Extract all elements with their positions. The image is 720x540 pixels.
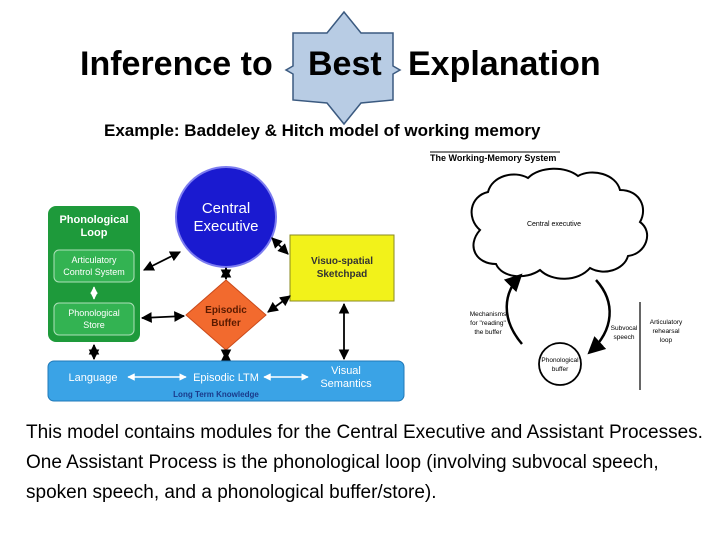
sketchpad-box: Visuo-spatial Sketchpad [289,234,395,302]
arrow-executive-sketchpad [271,237,289,255]
central-executive-line-2: Executive [193,218,258,235]
sketchpad-line-2: Sketchpad [317,269,368,280]
ltm-visual-line-1: Visual [331,365,361,377]
ltm-visual-line-2: Semantics [320,378,372,390]
subvocal-line-1: Subvocal [611,325,638,332]
ltm-language: Language [69,372,118,384]
sketchpad-line-1: Visuo-spatial [311,256,373,267]
subtitle: Example: Baddeley & Hitch model of worki… [104,121,541,140]
rehearsal-line-1: Articulatory [650,319,683,326]
mechanisms-line-1: Mechanisms [470,311,507,318]
ltm-episodic: Episodic LTM [193,372,259,384]
arrow-loop-buffer [140,311,186,323]
rehearsal-line-3: loop [660,337,673,344]
title-star-word: Best [308,45,382,83]
central-executive-line-1: Central [202,200,250,217]
phonological-buffer-circle [538,342,582,386]
rehearsal-line-2: rehearsal [652,328,680,335]
read-arrow [503,273,523,345]
buffer-line-2: buffer [552,366,569,373]
title-part-1: Inference to [80,45,273,83]
ltm-bar: Language Episodic LTM Visual Semantics L… [47,360,405,402]
subvocal-line-2: speech [614,334,635,341]
subvocal-arrow [587,279,611,355]
mechanisms-line-3: the buffer [474,329,502,336]
phonological-store-line-1: Phonological [68,308,120,318]
articulatory-system-line-1: Articulatory [71,255,117,265]
caption: This model contains modules for the Cent… [26,422,703,503]
right-diagram-title: The Working-Memory System [430,153,556,163]
episodic-buffer-diamond: Episodic Buffer [185,279,267,351]
ltm-footer: Long Term Knowledge [173,390,259,399]
phonological-loop-title-2: Loop [81,227,108,239]
arrow-loop-executive [143,251,181,271]
mechanisms-line-2: for "reading" [470,320,506,327]
central-executive-circle: Central Executive [175,166,277,268]
buffer-line-1: Phonological [541,357,579,364]
phonological-loop-box: Phonological Loop Articulatory Control S… [48,206,140,342]
articulatory-system-line-2: Control System [63,267,125,277]
phonological-store-line-2: Store [83,320,105,330]
cloud-label: Central executive [527,221,581,228]
arrow-buffer-sketchpad [267,295,291,313]
title-part-2: Explanation [408,45,601,83]
episodic-buffer-line-1: Episodic [205,305,247,316]
phonological-loop-title-1: Phonological [59,214,128,226]
central-executive-cloud [470,167,649,280]
star-polygon [284,10,402,126]
episodic-buffer-line-2: Buffer [211,318,241,329]
